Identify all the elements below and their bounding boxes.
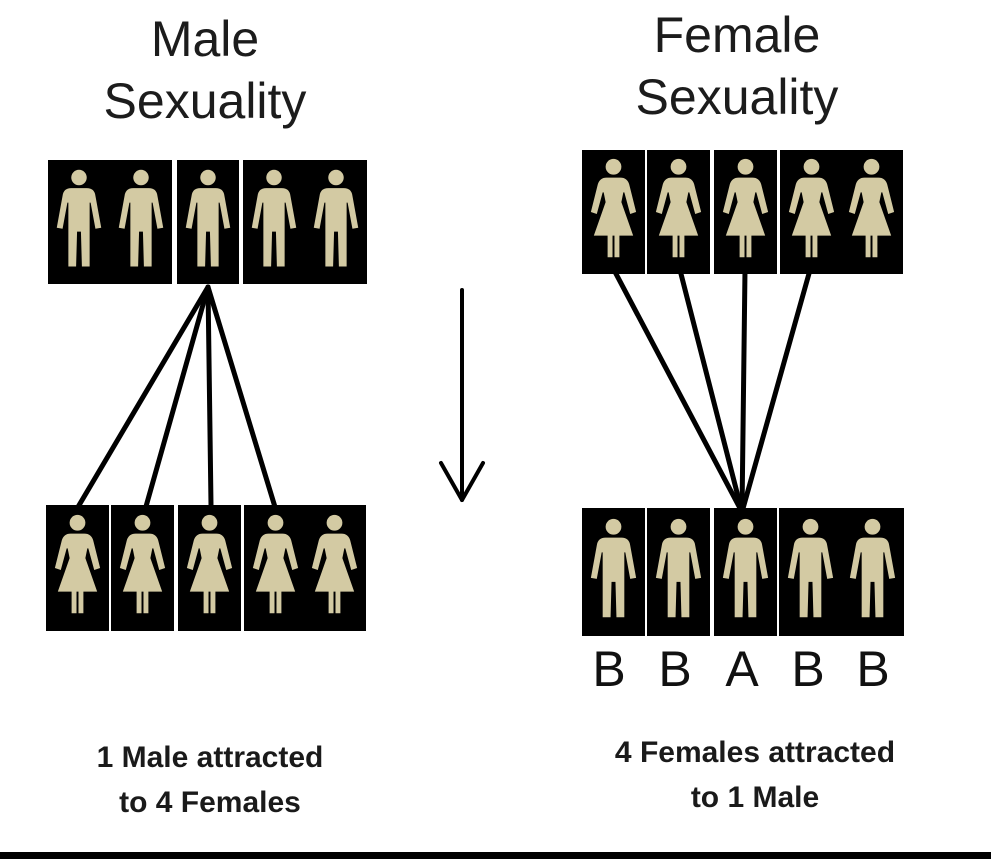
attraction-line <box>739 267 748 515</box>
figure-tile <box>48 160 110 284</box>
attraction-line <box>611 267 745 515</box>
left-caption-line1: 1 Male attracted <box>96 741 324 774</box>
figure-tile <box>582 508 645 636</box>
right-title-line1: Female <box>653 7 821 63</box>
attraction-line <box>205 284 214 508</box>
figure-tile <box>110 160 172 284</box>
right-caption-line1: 4 Females attracted <box>614 736 896 769</box>
connection-lines <box>75 267 813 515</box>
left-caption-line2: to 4 Females <box>119 786 301 819</box>
rank-label: B <box>592 641 626 697</box>
figure-rows <box>46 150 904 636</box>
left-title-line2: Sexuality <box>103 73 307 129</box>
attraction-line <box>205 284 278 510</box>
left-title: Male Sexuality <box>40 8 370 132</box>
figure-tile <box>779 508 842 636</box>
rank-label: B <box>658 641 692 697</box>
figure-tile <box>582 150 645 274</box>
left-caption: 1 Male attracted to 4 Females <box>20 735 400 825</box>
figure-tile <box>840 150 903 274</box>
rank-label: A <box>725 641 759 697</box>
attraction-line <box>677 267 745 515</box>
figure-tile <box>647 150 710 274</box>
figure-tile <box>714 150 777 274</box>
right-title: Female Sexuality <box>572 4 902 128</box>
right-title-line2: Sexuality <box>635 69 839 125</box>
figure-tile <box>46 505 109 631</box>
figure-tile <box>111 505 174 631</box>
rank-labels: B B A B B <box>0 644 991 694</box>
bottom-divider <box>0 852 991 859</box>
attraction-line <box>75 284 211 510</box>
figure-tile <box>647 508 710 636</box>
figure-tile <box>714 508 777 636</box>
figure-tile <box>244 505 307 631</box>
attraction-line <box>739 267 813 515</box>
figure-tile <box>177 160 239 284</box>
right-caption-line2: to 1 Male <box>690 781 820 814</box>
figure-tile <box>841 508 904 636</box>
left-title-line1: Male <box>150 11 260 67</box>
figure-tile <box>305 160 367 284</box>
figure-tile <box>303 505 366 631</box>
figure-tile <box>243 160 305 284</box>
down-arrow-icon <box>439 288 485 502</box>
rank-label: B <box>856 641 890 697</box>
figure-tile <box>780 150 843 274</box>
right-caption: 4 Females attracted to 1 Male <box>555 730 955 820</box>
figure-tile <box>178 505 241 631</box>
attraction-line <box>142 284 211 513</box>
rank-label: B <box>791 641 825 697</box>
